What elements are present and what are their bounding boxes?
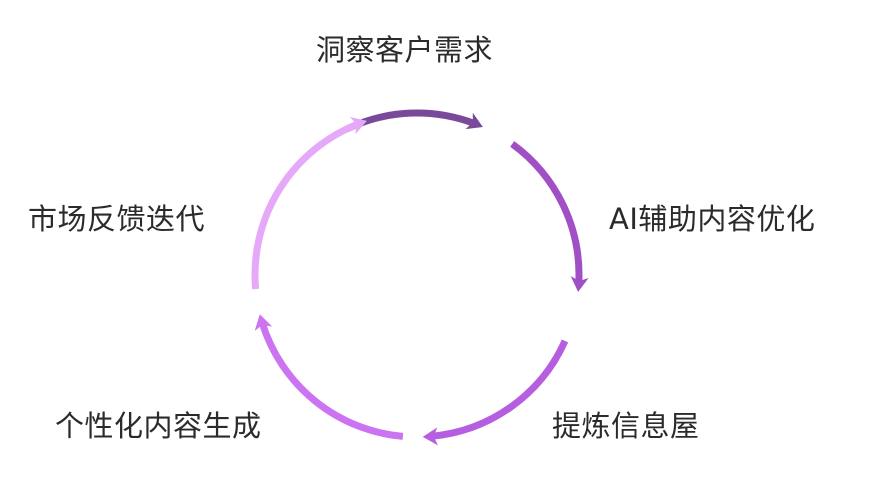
arrow-ai-optimization-arc — [510, 141, 583, 284]
arrow-personalized-content-arc — [258, 321, 404, 440]
arrow-personalized-content — [254, 314, 404, 440]
arrow-market-feedback-head — [349, 117, 367, 135]
step-label-customer-insight: 洞察客户需求 — [316, 33, 494, 67]
step-label-ai-optimization: AI辅助内容优化 — [609, 202, 816, 236]
arrow-ai-optimization-head — [570, 276, 589, 292]
arrow-ai-optimization — [510, 141, 589, 292]
step-label-info-house: 提炼信息屋 — [552, 409, 700, 443]
step-label-personalized-content: 个性化内容生成 — [55, 409, 262, 443]
arrow-info-house — [422, 339, 569, 446]
arrow-personalized-content-head — [254, 314, 273, 331]
step-label-market-feedback: 市场反馈迭代 — [28, 202, 206, 236]
arrow-info-house-head — [422, 427, 438, 446]
arrow-info-house-arc — [431, 339, 569, 440]
arrow-market-feedback-arc — [251, 120, 360, 290]
arrow-customer-insight-head — [465, 112, 483, 130]
arrow-market-feedback — [251, 117, 367, 290]
